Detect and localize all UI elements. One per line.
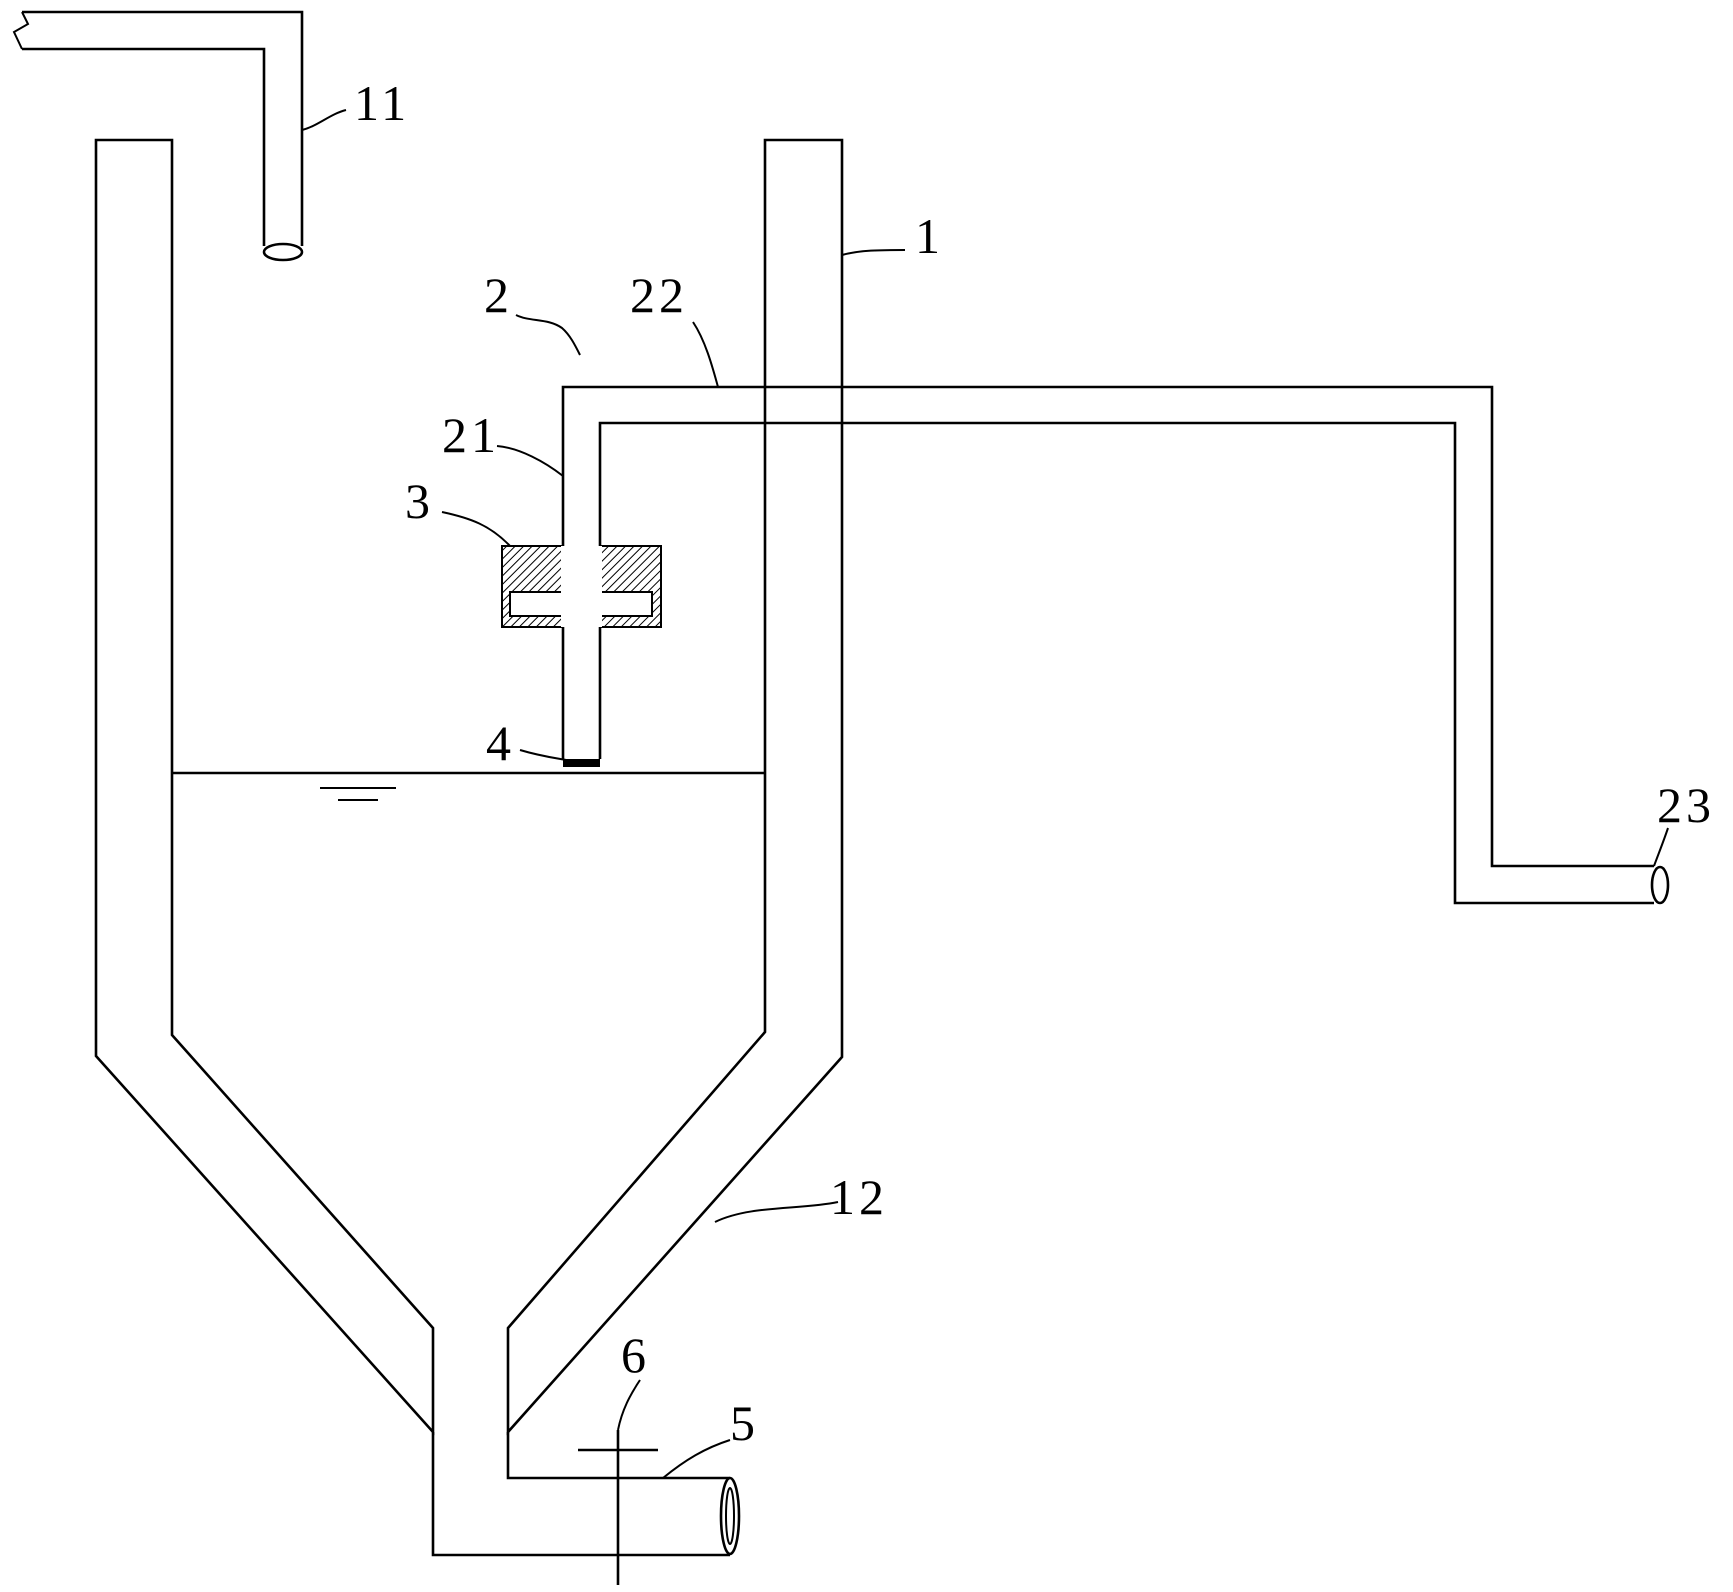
label-1: 1 xyxy=(915,208,944,264)
label-5: 5 xyxy=(730,1395,759,1451)
label-21: 21 xyxy=(442,407,500,463)
label-23: 23 xyxy=(1657,777,1715,833)
label-4: 4 xyxy=(486,715,515,771)
valve xyxy=(578,1430,658,1585)
label-3: 3 xyxy=(405,473,434,529)
label-22: 22 xyxy=(630,267,688,323)
tank-wall-right xyxy=(506,138,844,1436)
exhaust-pipe xyxy=(561,385,1670,905)
inlet-pipe xyxy=(12,10,304,262)
label-6: 6 xyxy=(621,1327,650,1383)
tank-wall-left xyxy=(94,138,435,1436)
box-3 xyxy=(501,545,662,628)
label-2: 2 xyxy=(484,267,513,323)
filter-4 xyxy=(563,759,600,767)
label-12: 12 xyxy=(830,1169,888,1225)
label-11: 11 xyxy=(354,75,410,131)
liquid-surface xyxy=(172,771,765,801)
leader-lines xyxy=(301,109,1669,1479)
drain-pipe xyxy=(431,1432,741,1557)
